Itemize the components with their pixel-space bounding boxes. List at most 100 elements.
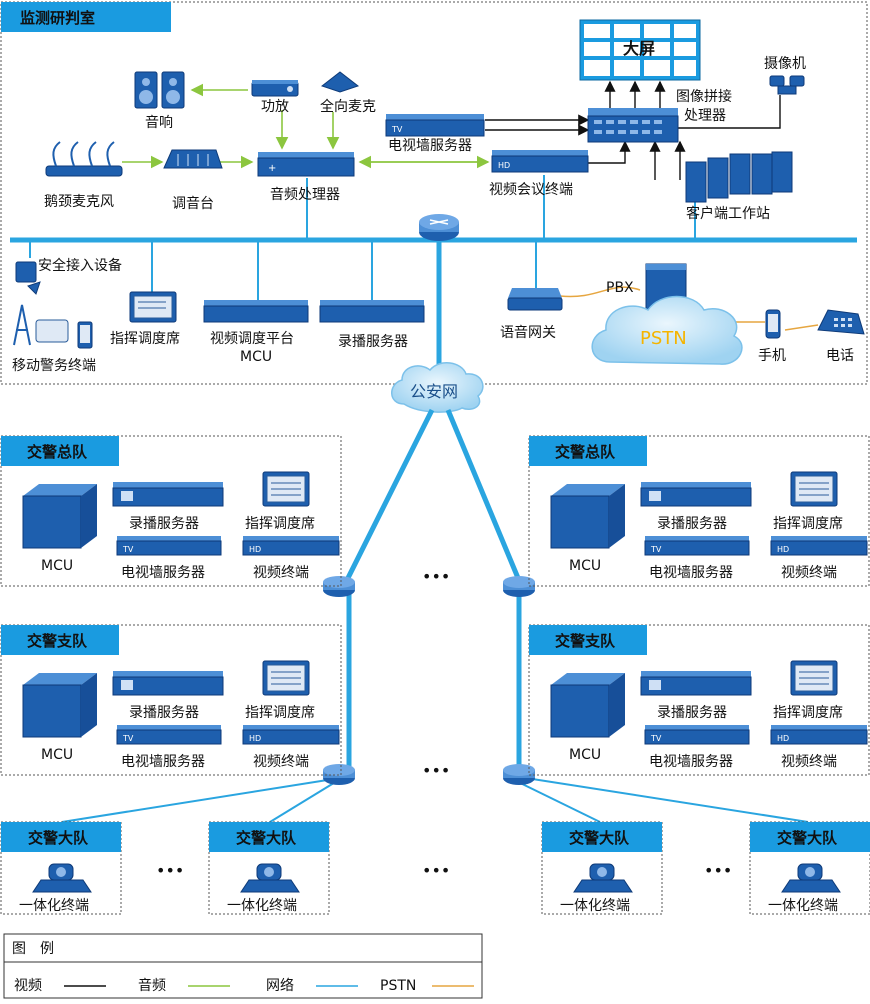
phone-label: 手机: [758, 348, 786, 364]
zongdui-right-border: [528, 435, 870, 587]
dadui-4-integrated-terminal-icon: [781, 863, 841, 893]
top-section-header: [1, 2, 171, 32]
legend-label-video: 视频: [14, 978, 42, 994]
zongdui-left-recording-server-icon: [112, 482, 224, 507]
zongdui-left-header: [1, 436, 119, 466]
big-screen-icon: [579, 19, 701, 81]
zhidui-right-recording-server-icon: [640, 671, 752, 696]
dadui-1-header: [1, 822, 121, 852]
zhidui-left-video-terminal-label: 视频终端: [253, 754, 309, 770]
command-seat-label: 指挥调度席: [110, 331, 180, 347]
zhidui-right-group: 交警支队MCU录播服务器指挥调度席TV电视墙服务器HD视频终端: [528, 624, 870, 776]
speaker-label: 音响: [145, 114, 173, 131]
zongdui-left-video-terminal-label: 视频终端: [253, 565, 309, 581]
tv-wall-server-icon: TV: [385, 114, 485, 137]
zongdui-right-recording-server-label: 录播服务器: [657, 516, 727, 532]
client-workstation-icon: [685, 151, 793, 203]
zhidui-right-header: [529, 625, 647, 655]
telephone-icon: [817, 309, 865, 335]
dadui-1-integrated-terminal-icon: [32, 863, 92, 893]
pstn-cloud-icon: [591, 295, 743, 365]
unit-groups: 交警总队MCU录播服务器指挥调度席TV电视墙服务器HD视频终端交警总队MCU录播…: [0, 435, 870, 915]
zhidui-right-title: 交警支队: [555, 632, 616, 650]
zhidui-left-command-seat-icon: [262, 660, 310, 696]
zhidui-left-mcu-label: MCU: [41, 747, 73, 763]
police-network-label: 公安网: [410, 382, 458, 401]
dadui-3-header: [542, 822, 662, 852]
amplifier-icon: [251, 80, 299, 97]
trunk-links: [61, 408, 809, 823]
dadui-3-title: 交警大队: [569, 829, 630, 847]
voice-gateway-icon: [507, 288, 563, 311]
audio-processor-label: 音频处理器: [270, 186, 340, 203]
zongdui-left-title: 交警总队: [27, 443, 88, 461]
zhidui-right-command-seat-icon: [790, 660, 838, 696]
zhidui-left-video-terminal-icon: HD: [242, 725, 340, 745]
amplifier-label: 功放: [261, 99, 289, 115]
pstn-label: PSTN: [640, 328, 687, 349]
zhidui-right-border: [528, 624, 870, 776]
audio-links: [122, 83, 490, 169]
zongdui-right-recording-server-icon: [640, 482, 752, 507]
dadui-1-integrated-terminal-label: 一体化终端: [19, 898, 89, 914]
recording-server-label: 录播服务器: [338, 334, 408, 350]
zhidui-left-tv-wall-server-label: 电视墙服务器: [121, 754, 205, 770]
ellipsis-2: •••: [422, 761, 450, 780]
svg-text:TV: TV: [122, 545, 134, 554]
zhidui-left-header: [1, 625, 119, 655]
zhidui-left-command-seat-label: 指挥调度席: [245, 705, 315, 721]
camera-icon: [769, 75, 805, 95]
zhidui-right-mcu-icon: [550, 673, 625, 738]
zongdui-right-mcu-icon: [550, 484, 625, 549]
zongdui-right-video-terminal-label: 视频终端: [781, 565, 837, 581]
zhidui-left-title: 交警支队: [27, 632, 88, 650]
dadui-4-header: [750, 822, 870, 852]
zhidui-left-recording-server-label: 录播服务器: [129, 705, 199, 721]
video-dispatch-label-2: MCU: [240, 349, 272, 365]
zongdui-right-tv-wall-server-label: 电视墙服务器: [649, 565, 733, 581]
dadui-4-integrated-terminal-label: 一体化终端: [768, 898, 838, 914]
secure-access-icon: [15, 261, 41, 295]
svg-text:HD: HD: [498, 161, 510, 170]
zongdui-left-group: 交警总队MCU录播服务器指挥调度席TV电视墙服务器HD视频终端: [0, 435, 342, 587]
zhidui-left-mcu-icon: [22, 673, 97, 738]
ellipsis-1: •••: [422, 567, 450, 586]
svg-text:TV: TV: [650, 734, 662, 743]
telephone-label: 电话: [826, 348, 854, 364]
legend-label-audio: 音频: [138, 977, 166, 994]
zongdui-left-tv-wall-server-icon: TV: [116, 536, 222, 556]
svg-text:TV: TV: [391, 125, 403, 134]
legend: 图 例 视频 音频 网络 PSTN: [3, 933, 483, 999]
dadui-4-title: 交警大队: [777, 829, 838, 847]
svg-text:HD: HD: [777, 734, 789, 743]
audio-processor-icon: +: [257, 152, 355, 177]
police-network-cloud-icon: [391, 362, 484, 413]
pstn-links: [559, 286, 819, 331]
image-processor-icon: [587, 108, 679, 143]
zhidui-left-group: 交警支队MCU录播服务器指挥调度席TV电视墙服务器HD视频终端: [0, 624, 342, 776]
mixer-icon: [163, 149, 223, 169]
zongdui-left-mcu-label: MCU: [41, 558, 73, 574]
voice-gateway-label: 语音网关: [500, 324, 556, 341]
dadui-3-integrated-terminal-icon: [573, 863, 633, 893]
zongdui-right-video-terminal-icon: HD: [770, 536, 868, 556]
zongdui-left-video-terminal-icon: HD: [242, 536, 340, 556]
video-conf-terminal-icon: HD: [491, 150, 589, 173]
dadui-2-integrated-terminal-icon: [240, 863, 300, 893]
top-section: 监测研判室: [0, 1, 868, 385]
svg-text:HD: HD: [249, 734, 261, 743]
legend-title: 图 例: [12, 941, 54, 957]
pbx-label: PBX: [606, 280, 634, 296]
zongdui-right-header: [529, 436, 647, 466]
top-section-title: 监测研判室: [20, 9, 95, 27]
video-links: [485, 80, 781, 180]
gooseneck-mic-icon: [45, 141, 123, 177]
dadui-3-integrated-terminal-label: 一体化终端: [560, 898, 630, 914]
mobile-phone-icon: [765, 309, 781, 339]
video-dispatch-icon: [203, 300, 309, 323]
svg-text:+: +: [268, 163, 276, 174]
zongdui-left-border: [0, 435, 342, 587]
